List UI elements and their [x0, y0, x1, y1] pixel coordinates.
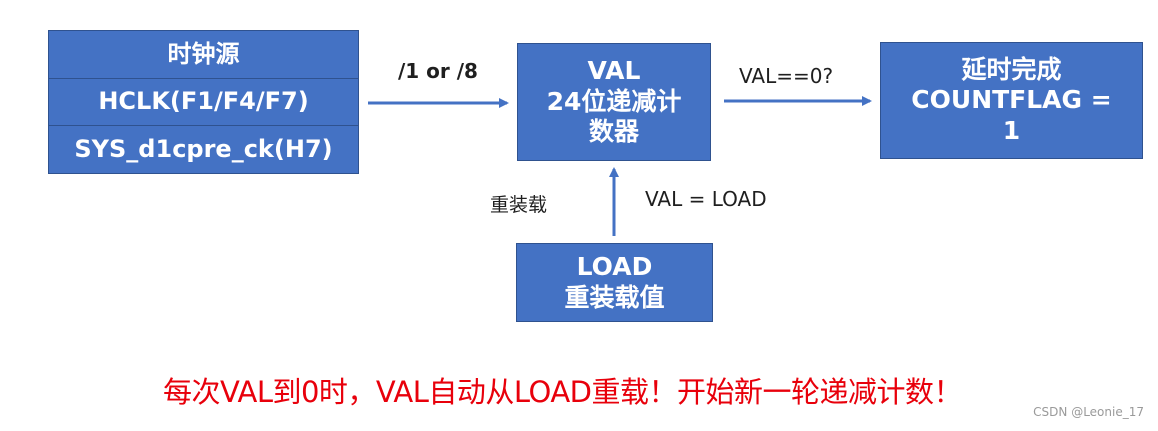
clock-source-box: 时钟源 HCLK(F1/F4/F7) SYS_d1cpre_ck(H7): [48, 30, 359, 174]
clock-source-title: 时钟源: [49, 31, 358, 79]
load-line-2: 重装载值: [564, 282, 665, 312]
load-box: LOAD 重装载值: [516, 243, 713, 322]
note-text: 每次VAL到0时，VAL自动从LOAD重载！开始新一轮递减计数！: [163, 375, 963, 409]
done-line-2: COUNTFLAG =: [911, 85, 1112, 115]
reload-label: 重装载: [490, 194, 548, 216]
assign-label: VAL = LOAD: [645, 187, 767, 211]
counter-line-1: VAL: [587, 56, 641, 86]
divider-label: /1 or /8: [398, 59, 478, 83]
load-line-1: LOAD: [576, 252, 653, 281]
clock-source-sys: SYS_d1cpre_ck(H7): [74, 135, 333, 164]
counter-line-3: 数器: [588, 117, 639, 147]
clock-source-hclk: HCLK(F1/F4/F7): [49, 79, 358, 127]
delay-complete-box: 延时完成 COUNTFLAG = 1: [880, 42, 1143, 159]
counter-line-2: 24位递减计: [546, 86, 682, 116]
done-line-1: 延时完成: [961, 54, 1062, 84]
watermark: CSDN @Leonie_17: [1033, 405, 1144, 419]
done-line-3: 1: [1002, 115, 1021, 145]
compare-label: VAL==0?: [739, 64, 834, 88]
counter-box: VAL 24位递减计 数器: [517, 43, 711, 161]
